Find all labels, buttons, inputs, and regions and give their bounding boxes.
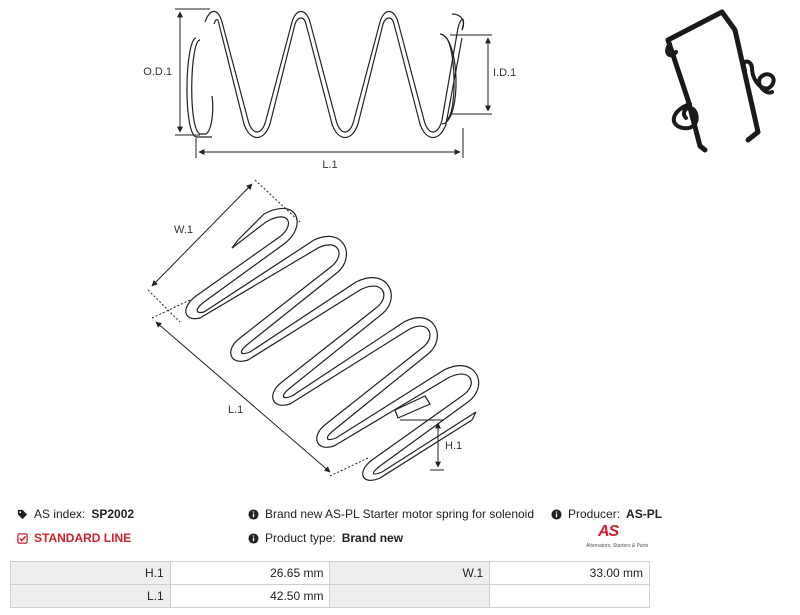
id-label: I.D.1 bbox=[493, 67, 516, 79]
tag-icon bbox=[17, 509, 28, 519]
logo-mark: AS bbox=[598, 523, 619, 540]
top-length-dimension bbox=[195, 128, 464, 158]
standard-line: STANDARD LINE bbox=[17, 531, 131, 545]
as-index-value: SP2002 bbox=[91, 507, 135, 521]
product-info: AS index: SP2002 STANDARD LINE Brand new… bbox=[0, 500, 800, 560]
product-type-label: Product type: bbox=[265, 531, 336, 545]
spec-value: 42.50 mm bbox=[169, 584, 331, 608]
top-length-label: L.1 bbox=[322, 159, 337, 171]
spec-value: 26.65 mm bbox=[169, 561, 331, 585]
description: Brand new AS-PL Starter motor spring for… bbox=[248, 507, 534, 521]
bottom-length-dimension bbox=[151, 299, 369, 477]
specs-table: H.1 26.65 mm W.1 33.00 mm L.1 42.50 mm bbox=[10, 561, 650, 608]
height-label: H.1 bbox=[445, 440, 462, 452]
table-row: L.1 42.50 mm bbox=[10, 584, 650, 608]
width-dimension bbox=[147, 179, 301, 323]
od-dimension bbox=[175, 8, 210, 136]
spec-value bbox=[489, 584, 650, 608]
info-icon bbox=[551, 508, 562, 520]
spring-side-view bbox=[186, 10, 465, 139]
id-dimension bbox=[450, 34, 492, 115]
width-label: W.1 bbox=[174, 224, 193, 236]
as-index-label: AS index: bbox=[34, 507, 86, 521]
height-dimension bbox=[400, 419, 444, 471]
standard-line-label: STANDARD LINE bbox=[34, 531, 132, 545]
product-type-value: Brand new bbox=[341, 531, 404, 545]
logo-subtext: Alternators, Starters & Parts bbox=[586, 543, 649, 549]
description-text: Brand new AS-PL Starter motor spring for… bbox=[265, 507, 535, 521]
checkbox-icon bbox=[17, 532, 28, 544]
spec-value: 33.00 mm bbox=[489, 561, 650, 585]
product-type: Product type: Brand new bbox=[248, 531, 403, 545]
bottom-length-label: L.1 bbox=[228, 404, 243, 416]
product-photo bbox=[665, 9, 776, 153]
spec-label bbox=[329, 584, 491, 608]
spec-label: L.1 bbox=[10, 584, 171, 608]
spec-label: H.1 bbox=[10, 561, 171, 585]
producer: Producer: AS-PL bbox=[551, 507, 662, 521]
info-icon bbox=[248, 508, 259, 520]
producer-value: AS-PL bbox=[626, 507, 663, 521]
info-icon bbox=[248, 532, 259, 544]
producer-label: Producer: bbox=[568, 507, 621, 521]
technical-drawing: O.D.1 I.D.1 L.1 W.1 L.1 bbox=[143, 8, 776, 481]
table-row: H.1 26.65 mm W.1 33.00 mm bbox=[10, 561, 650, 585]
od-label: O.D.1 bbox=[143, 66, 172, 78]
producer-logo: AS Alternators, Starters & Parts bbox=[586, 523, 650, 553]
spec-label: W.1 bbox=[329, 561, 491, 585]
as-index: AS index: SP2002 bbox=[17, 507, 134, 521]
spring-flat-view bbox=[185, 207, 480, 481]
